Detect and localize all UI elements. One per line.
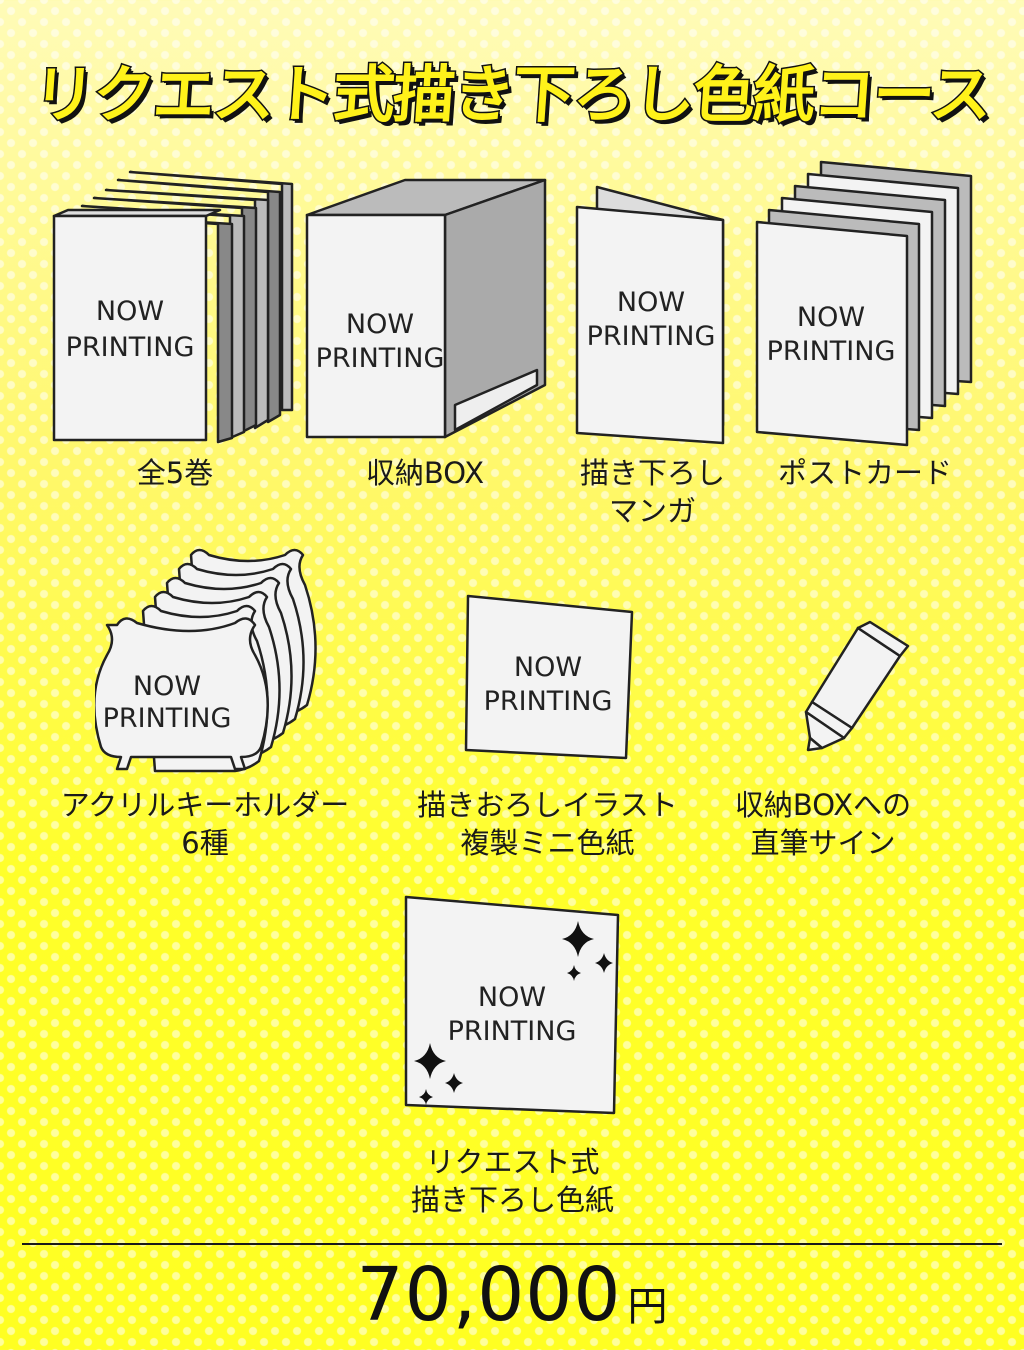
svg-text:NOW: NOW: [133, 671, 201, 702]
price-amount: 70,000: [356, 1252, 622, 1338]
item-label-mini-shikishi: 描きおろしイラスト複製ミニ色紙: [417, 788, 678, 860]
price-divider: [22, 1243, 1002, 1245]
svg-text:PRINTING: PRINTING: [103, 703, 232, 734]
sparkle-icon: [414, 921, 613, 1105]
svg-text:NOW: NOW: [797, 302, 865, 333]
item-label-signature: 収納BOXへの直筆サイン: [734, 788, 912, 860]
item-label-request-shikishi: リクエスト式描き下ろし色紙: [410, 1145, 614, 1217]
svg-text:PRINTING: PRINTING: [316, 343, 445, 374]
price-unit: 円: [627, 1284, 668, 1330]
page-title: リクエスト式描き下ろし色紙コース: [29, 57, 994, 133]
volumes-illustration: NOW PRINTING: [52, 170, 294, 444]
item-label-volumes: 全5巻: [136, 456, 214, 490]
request-shikishi-illustration: NOW PRINTING: [404, 895, 620, 1115]
svg-text:NOW: NOW: [514, 652, 582, 683]
svg-text:PRINTING: PRINTING: [66, 332, 195, 363]
svg-text:PRINTING: PRINTING: [448, 1016, 577, 1047]
manga-illustration: NOW PRINTING: [575, 185, 725, 445]
mini-shikishi-illustration: NOW PRINTING: [464, 594, 634, 760]
item-label-postcards: ポストカード: [777, 456, 952, 490]
item-label-storage-box: 収納BOX: [365, 456, 485, 490]
svg-text:NOW: NOW: [478, 982, 546, 1013]
postcards-illustration: NOW PRINTING: [755, 160, 973, 447]
svg-text:PRINTING: PRINTING: [767, 336, 896, 367]
svg-text:NOW: NOW: [617, 287, 685, 318]
marker-pen-icon: [804, 620, 910, 752]
svg-text:PRINTING: PRINTING: [587, 321, 716, 352]
item-label-manga: 描き下ろしマンガ: [579, 456, 725, 528]
svg-text:PRINTING: PRINTING: [484, 686, 613, 717]
now-printing-text: NOW: [96, 296, 164, 327]
acrylic-keychain-illustration: NOW PRINTING: [95, 548, 317, 773]
storage-box-illustration: NOW PRINTING: [305, 178, 547, 439]
svg-text:NOW: NOW: [346, 309, 414, 340]
